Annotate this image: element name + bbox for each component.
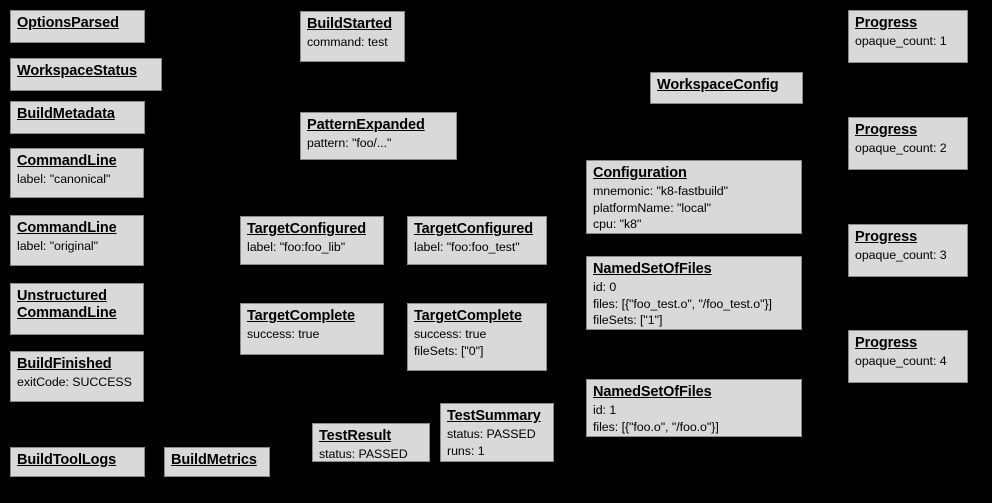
node-fields: pattern: "foo/..." — [307, 135, 450, 152]
node-title: WorkspaceConfig — [657, 77, 779, 93]
node-fields: mnemonic: "k8-fastbuild"platformName: "l… — [593, 183, 795, 233]
node-build-tool-logs[interactable]: BuildToolLogs — [10, 447, 145, 477]
node-title: BuildToolLogs — [17, 452, 117, 468]
node-field: opaque_count: 1 — [855, 34, 947, 49]
node-title: BuildFinished — [17, 356, 112, 372]
node-fields: opaque_count: 4 — [855, 353, 961, 370]
node-build-metrics[interactable]: BuildMetrics — [164, 447, 270, 477]
node-field: status: PASSED — [447, 427, 536, 442]
node-field: status: PASSED — [319, 447, 408, 462]
node-field: fileSets: ["0"] — [414, 343, 484, 358]
node-command-line-original[interactable]: CommandLine label: "original" — [10, 215, 144, 266]
node-field: id: 0 — [593, 280, 617, 295]
node-field: cpu: "k8" — [593, 217, 642, 232]
node-configuration[interactable]: Configuration mnemonic: "k8-fastbuild"pla… — [586, 160, 802, 234]
node-fields: label: "foo:foo_test" — [414, 239, 540, 256]
node-title: TargetConfigured — [247, 221, 366, 237]
node-workspace-status[interactable]: WorkspaceStatus — [10, 58, 162, 91]
node-field: exitCode: SUCCESS — [17, 375, 132, 390]
node-progress-1[interactable]: Progress opaque_count: 1 — [848, 10, 968, 63]
node-field: runs: 1 — [447, 443, 485, 458]
node-test-result[interactable]: TestResult status: PASSED — [312, 423, 430, 462]
node-field: command: test — [307, 35, 388, 50]
node-fields: label: "original" — [17, 238, 137, 255]
node-field: label: "foo:foo_test" — [414, 240, 520, 255]
node-progress-3[interactable]: Progress opaque_count: 3 — [848, 224, 968, 277]
node-title: OptionsParsed — [17, 15, 119, 31]
node-title: BuildMetrics — [171, 452, 257, 468]
node-title: Configuration — [593, 165, 687, 181]
node-field: label: "canonical" — [17, 172, 111, 187]
node-field: opaque_count: 3 — [855, 248, 947, 263]
node-title: BuildStarted — [307, 16, 393, 32]
node-title: WorkspaceStatus — [17, 63, 137, 79]
node-build-metadata[interactable]: BuildMetadata — [10, 101, 145, 134]
node-field: files: [{"foo_test.o", "/foo_test.o"}] — [593, 296, 772, 311]
node-fields: success: true — [247, 326, 377, 343]
node-field: mnemonic: "k8-fastbuild" — [593, 184, 729, 199]
node-field: opaque_count: 4 — [855, 354, 947, 369]
node-progress-4[interactable]: Progress opaque_count: 4 — [848, 330, 968, 383]
node-target-configured-test[interactable]: TargetConfigured label: "foo:foo_test" — [407, 216, 547, 265]
node-fields: command: test — [307, 34, 398, 51]
node-title: TargetConfigured — [414, 221, 533, 237]
node-title: CommandLine — [17, 220, 117, 236]
node-fields: opaque_count: 2 — [855, 140, 961, 157]
node-fields: opaque_count: 1 — [855, 33, 961, 50]
node-title: TargetComplete — [247, 308, 355, 324]
node-field: success: true — [247, 327, 320, 342]
node-build-finished[interactable]: BuildFinished exitCode: SUCCESS — [10, 351, 144, 402]
node-fields: label: "foo:foo_lib" — [247, 239, 377, 256]
node-field: opaque_count: 2 — [855, 141, 947, 156]
node-title: NamedSetOfFiles — [593, 261, 712, 277]
node-title: Progress — [855, 335, 918, 351]
node-title: Progress — [855, 15, 918, 31]
node-field: platformName: "local" — [593, 200, 711, 215]
node-title: TestSummary — [447, 408, 541, 424]
node-target-complete-lib[interactable]: TargetComplete success: true — [240, 303, 384, 355]
node-title: TestResult — [319, 428, 392, 444]
node-title: Progress — [855, 122, 918, 138]
node-title: BuildMetadata — [17, 106, 115, 122]
node-field: label: "foo:foo_lib" — [247, 240, 346, 255]
node-field: files: [{"foo.o", "/foo.o"}] — [593, 419, 719, 434]
node-fields: label: "canonical" — [17, 171, 137, 188]
node-command-line-canonical[interactable]: CommandLine label: "canonical" — [10, 148, 144, 198]
node-title: CommandLine — [17, 153, 117, 169]
node-field: label: "original" — [17, 239, 98, 254]
node-pattern-expanded[interactable]: PatternExpanded pattern: "foo/..." — [300, 112, 457, 160]
node-title: PatternExpanded — [307, 117, 425, 133]
node-build-started[interactable]: BuildStarted command: test — [300, 11, 405, 62]
node-fields: exitCode: SUCCESS — [17, 374, 137, 391]
node-unstructured-command-line[interactable]: Unstructured CommandLine — [10, 283, 144, 335]
node-fields: status: PASSED — [319, 446, 423, 462]
node-field: id: 1 — [593, 403, 617, 418]
node-options-parsed[interactable]: OptionsParsed — [10, 10, 145, 43]
node-progress-2[interactable]: Progress opaque_count: 2 — [848, 117, 968, 170]
node-title: Unstructured CommandLine — [17, 288, 117, 322]
node-target-configured-lib[interactable]: TargetConfigured label: "foo:foo_lib" — [240, 216, 384, 265]
node-workspace-config[interactable]: WorkspaceConfig — [650, 72, 803, 104]
node-fields: opaque_count: 3 — [855, 247, 961, 264]
node-title: Progress — [855, 229, 918, 245]
node-title: NamedSetOfFiles — [593, 384, 712, 400]
node-field: pattern: "foo/..." — [307, 136, 392, 151]
node-field: fileSets: ["1"] — [593, 313, 663, 328]
node-title: TargetComplete — [414, 308, 522, 324]
node-field: success: true — [414, 327, 487, 342]
